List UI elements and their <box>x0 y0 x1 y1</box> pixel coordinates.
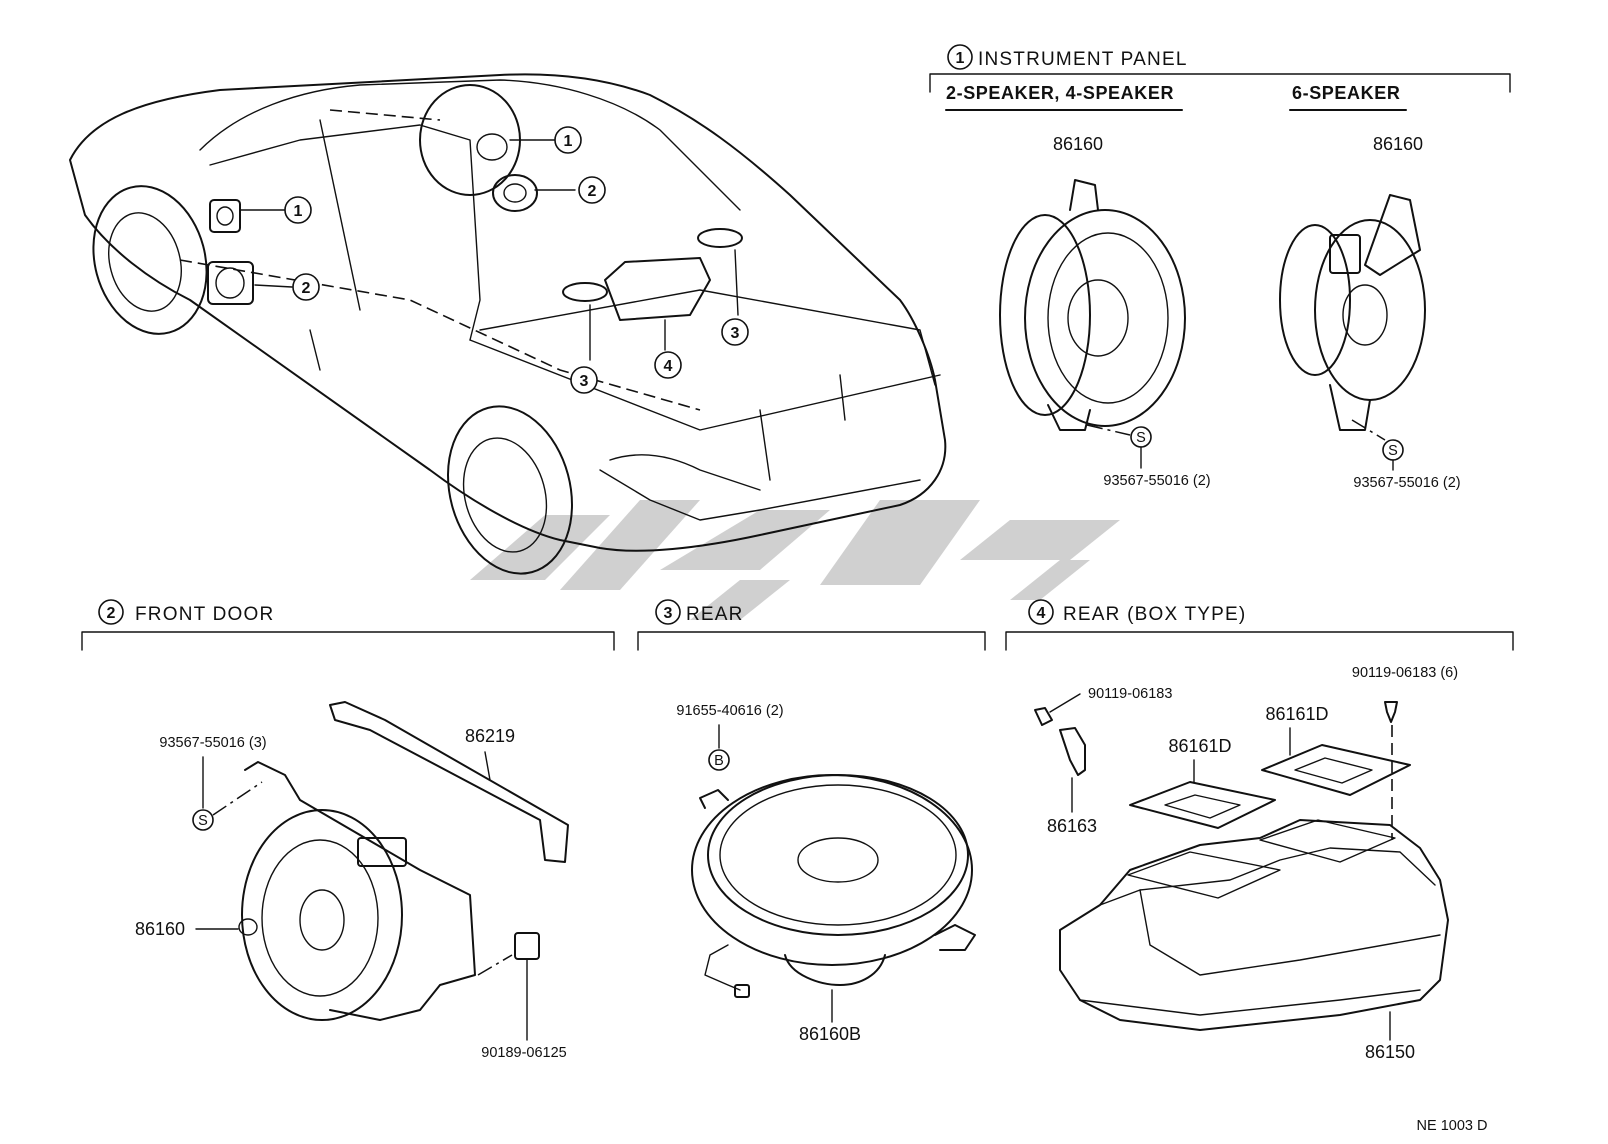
section-rear: 3 REAR <box>637 599 986 651</box>
svg-text:2: 2 <box>588 183 597 200</box>
callout-rear-3b: 3 <box>721 318 749 346</box>
enclosure-86150 <box>1059 819 1449 1031</box>
part-number-box-screw-b: 90119-06183 (6) <box>1352 665 1458 681</box>
section-title: FRONT DOOR <box>135 604 274 625</box>
variant-b-label: 6-SPEAKER <box>1292 83 1400 103</box>
plate-86161d-b <box>1261 744 1411 796</box>
section-title: REAR (BOX TYPE) <box>1063 604 1246 625</box>
part-number-ip-b-speaker: 86160 <box>1373 134 1423 154</box>
part-number-ip-a-screw: 93567-55016 (2) <box>1103 473 1210 489</box>
section-title: INSTRUMENT PANEL <box>978 49 1188 70</box>
screw-symbol-ip-a: S <box>1130 426 1152 448</box>
car-overview-drawing <box>69 73 947 575</box>
part-number-fd-speaker: 86160 <box>135 919 185 939</box>
svg-text:S: S <box>1136 430 1146 446</box>
svg-text:3: 3 <box>580 373 589 390</box>
svg-text:1: 1 <box>564 133 573 150</box>
nut-90189 <box>477 932 540 976</box>
svg-text:2: 2 <box>302 280 311 297</box>
part-number-box-screw-a: 90119-06183 <box>1088 686 1172 702</box>
screw-90119-b <box>1384 701 1398 840</box>
section-title: REAR <box>686 604 744 625</box>
section-number: 1 <box>956 50 965 67</box>
callout-ip-2: 2 <box>578 176 606 204</box>
screw-90119-a <box>1034 693 1081 726</box>
speaker-86160-front-door <box>238 761 476 1021</box>
part-number-rear-speaker: 86160B <box>799 1024 861 1044</box>
part-number-box-clip: 86163 <box>1047 816 1097 836</box>
plate-86161d-a <box>1129 781 1276 829</box>
part-number-box-plate-b: 86161D <box>1265 704 1328 724</box>
bracket-86219 <box>329 701 569 863</box>
part-number-fd-bracket: 86219 <box>465 726 515 746</box>
part-number-rear-bolt: 91655-40616 (2) <box>676 703 783 719</box>
clip-86163 <box>1059 727 1086 813</box>
part-number-box-plate-a: 86161D <box>1168 736 1231 756</box>
section-front-door: 2 FRONT DOOR <box>81 599 615 651</box>
part-number-ip-a-speaker: 86160 <box>1053 134 1103 154</box>
callout-rear-3: 3 <box>570 366 598 394</box>
screw-symbol-ip-b: S <box>1382 439 1404 461</box>
part-number-ip-b-screw: 93567-55016 (2) <box>1353 475 1460 491</box>
speaker-86160-ip-a <box>999 179 1186 431</box>
section-number: 2 <box>107 605 116 622</box>
svg-text:S: S <box>198 813 208 829</box>
svg-text:1: 1 <box>294 203 303 220</box>
diagram-code: NE 1003 D <box>1417 1118 1488 1134</box>
svg-text:4: 4 <box>664 358 673 375</box>
screw-symbol-fd: S <box>192 809 214 831</box>
part-number-fd-screw: 93567-55016 (3) <box>159 735 266 751</box>
variant-a-label: 2-SPEAKER, 4-SPEAKER <box>946 83 1174 103</box>
part-number-box-enclosure: 86150 <box>1365 1042 1415 1062</box>
callout-door-2: 2 <box>292 273 320 301</box>
callout-door-1: 1 <box>284 196 312 224</box>
speaker-86160b-rear <box>691 774 976 998</box>
callout-box-4: 4 <box>654 351 682 379</box>
section-number: 4 <box>1037 605 1046 622</box>
bolt-symbol-rear: B <box>708 749 730 771</box>
watermark-logo <box>470 500 1120 620</box>
callout-ip-1: 1 <box>554 126 582 154</box>
speaker-86160-ip-b <box>1279 194 1426 431</box>
part-number-fd-nut: 90189-06125 <box>481 1045 566 1061</box>
svg-text:3: 3 <box>731 325 740 342</box>
svg-text:B: B <box>714 753 724 769</box>
section-number: 3 <box>664 605 673 622</box>
svg-text:S: S <box>1388 443 1398 459</box>
section-rear-box: 4 REAR (BOX TYPE) <box>1005 599 1514 651</box>
section-instrument-panel: 1 INSTRUMENT PANEL 2-SPEAKER, 4-SPEAKER … <box>929 44 1511 111</box>
